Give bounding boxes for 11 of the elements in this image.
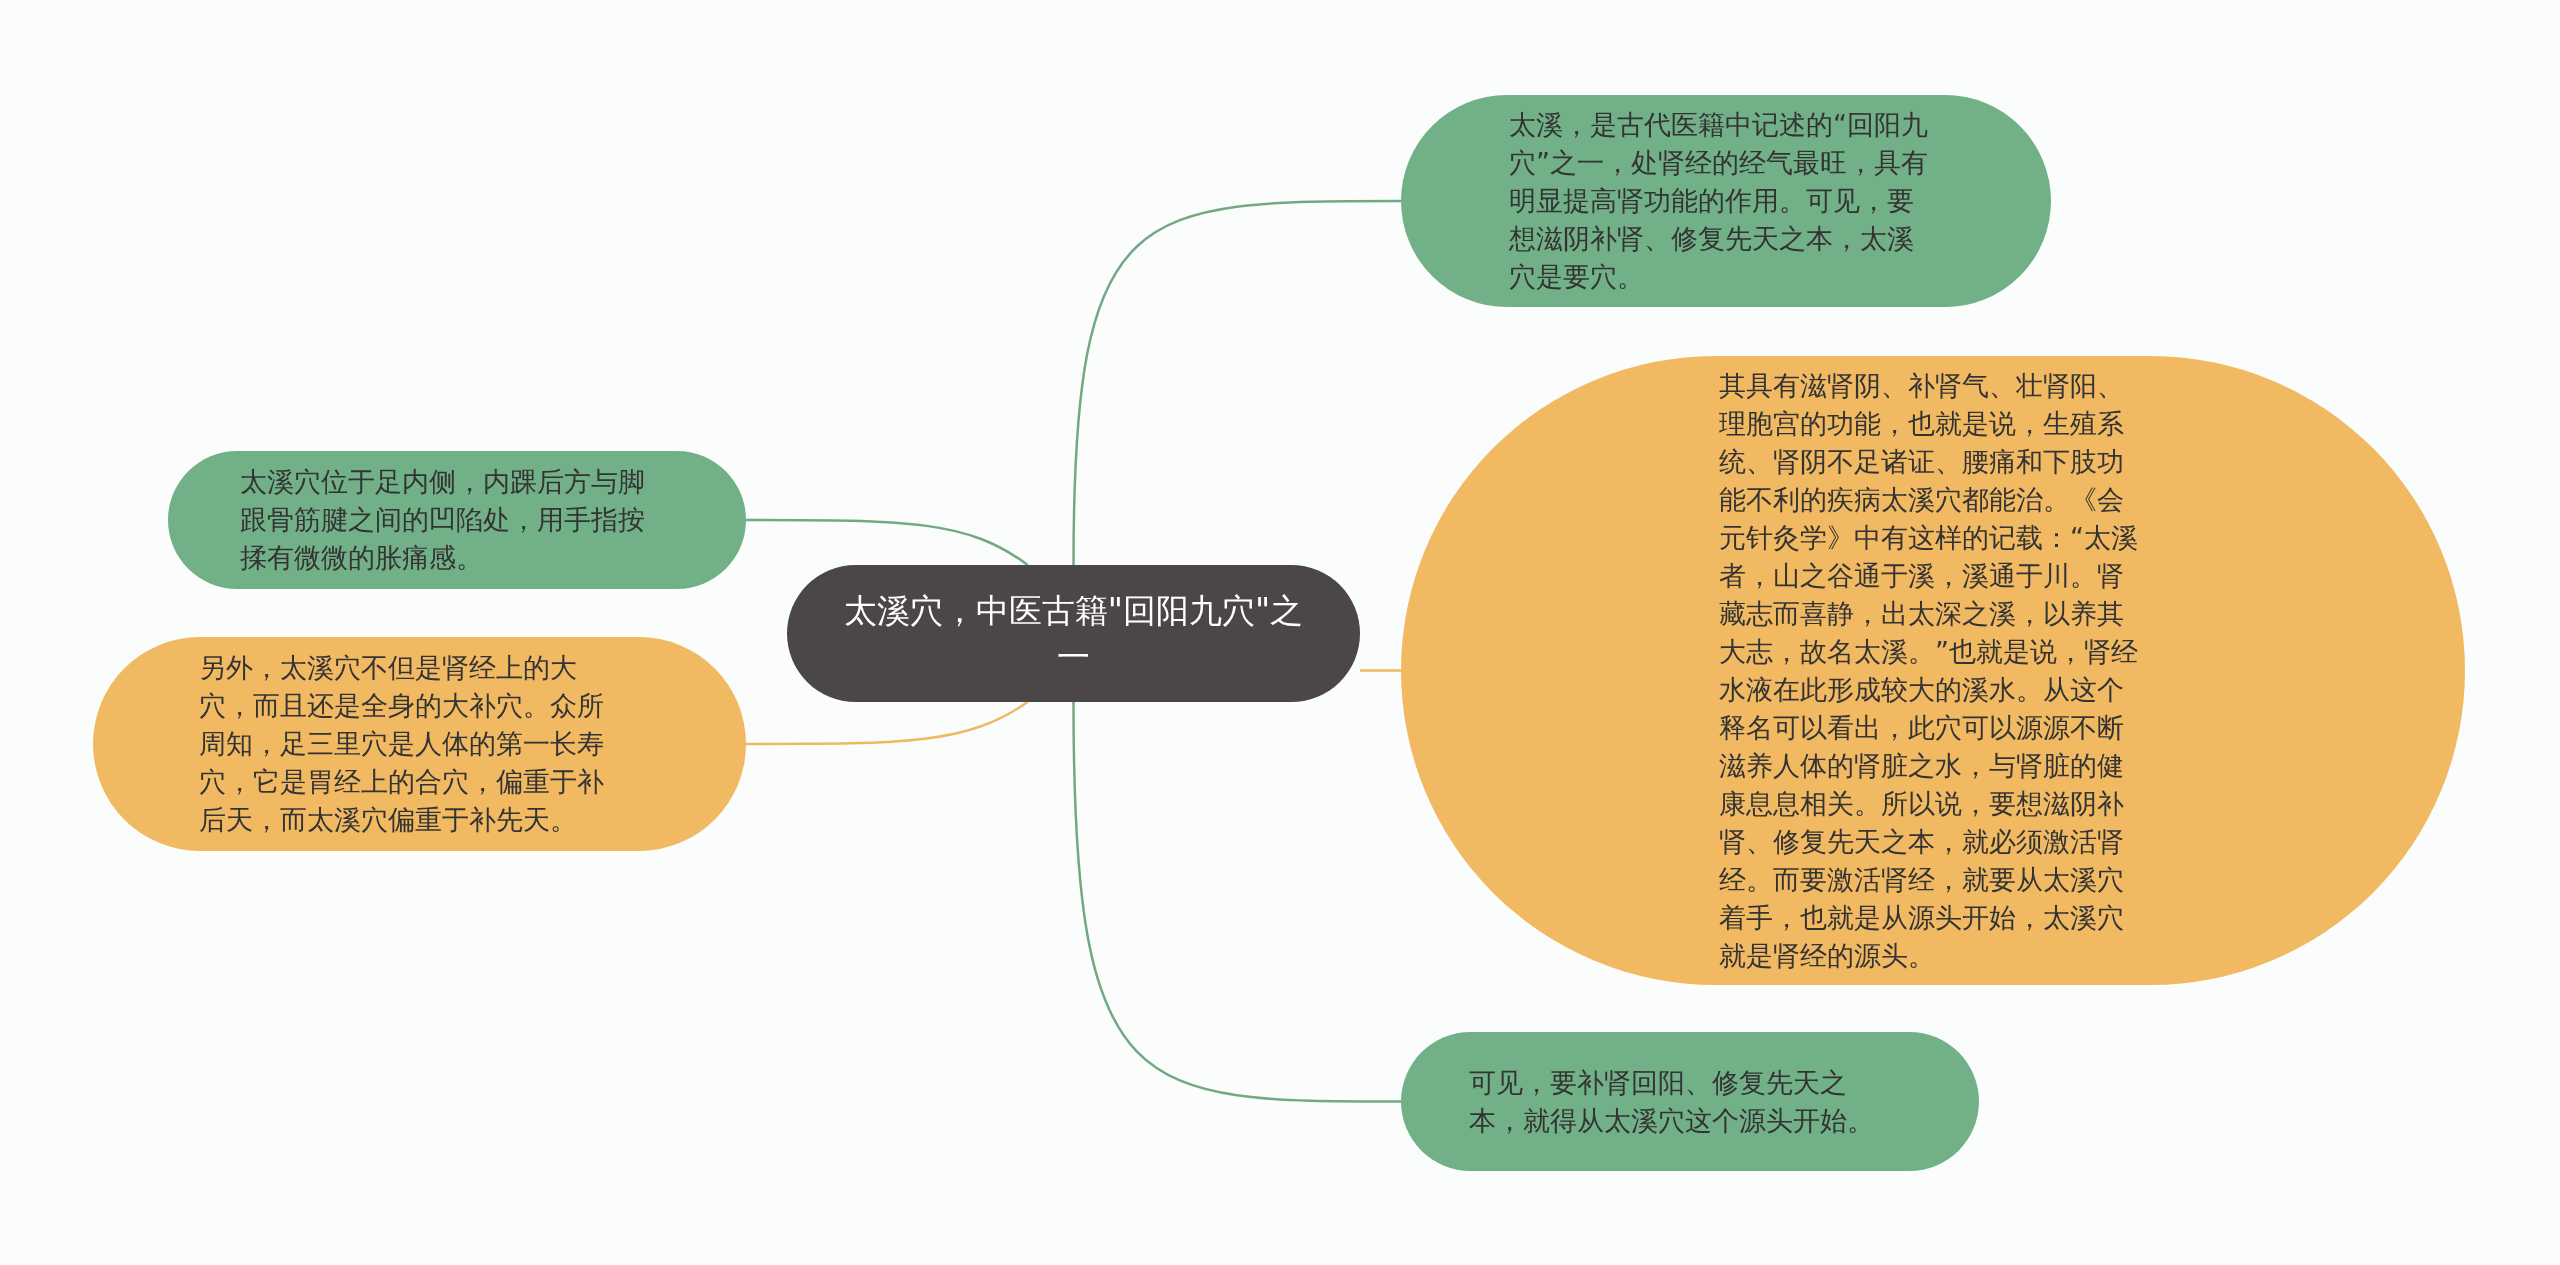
note-text: 另外，太溪穴不但是肾经上的大穴，而且还是全身的大补穴。众所周知，足三里穴是人体的第一长寿穴，它是胃经上的合穴，偏重于补后天，而太溪穴偏重于补先天。 [199, 651, 605, 837]
topic-text: 太溪穴，中医古籍"回阳九穴"之一 [842, 589, 1305, 678]
connector-line [746, 700, 1029, 746]
note-text: 其具有滋肾阴、补肾气、壮肾阳、理胞宫的功能，也就是说，生殖系统、肾阴不足诸证、腰痛和下肢功能不利的疾病太溪穴都能治。《会元针灸学》中有这样的记载：“太溪者，山之谷通于溪，溪通于川。肾藏志而喜静，出太深之溪，以养其大志，故名太溪。”也就是说，肾经水液在此形成较大的溪水。从这个释名可以看出，此穴可以源源不断滋养人体的肾脏之水，与肾脏的健康息息相关。所以说，要想滋阴补肾、修复先天之本，就必须激活肾经。而要激活肾经，就要从太溪穴着手，也就是从源头开始，太溪穴就是肾经的源头。 [1719, 368, 2139, 973]
connector-line [746, 518, 1029, 567]
note-text: 太溪，是古代医籍中记述的“回阳九穴”之一，处肾经的经气最旺，具有明显提高肾功能的作用。可见，要想滋阴补肾、修复先天之本，太溪穴是要穴。 [1509, 108, 1929, 294]
connector-line [1072, 702, 1401, 1103]
connector-line [1072, 199, 1401, 565]
connector-line [1360, 669, 1401, 672]
note-text: 太溪穴位于足内侧，内踝后方与脚跟骨筋腱之间的凹陷处，用手指按揉有微微的胀痛感。 [240, 465, 646, 575]
note-text: 可见，要补肾回阳、修复先天之本，就得从太溪穴这个源头开始。 [1469, 1065, 1875, 1138]
